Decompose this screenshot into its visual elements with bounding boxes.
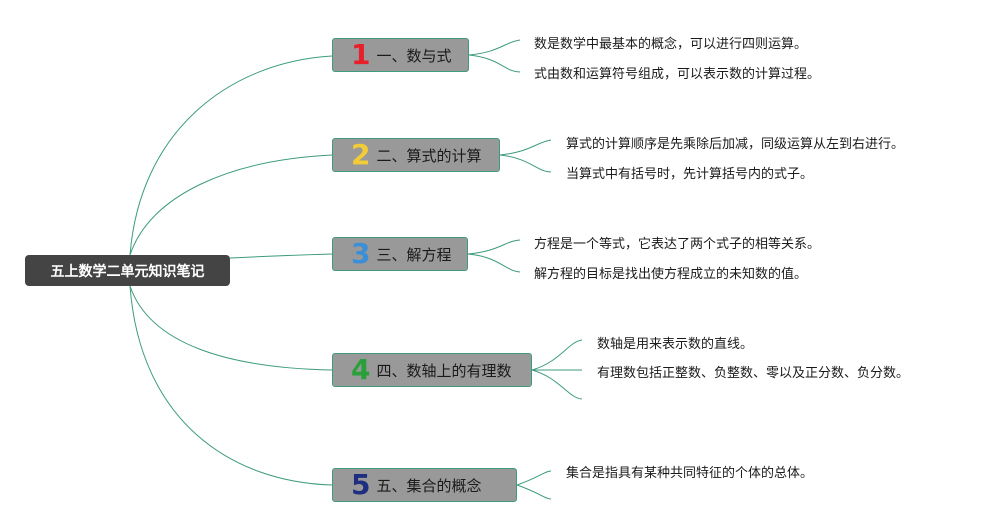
topic-label-5: 五、集合的概念 <box>376 476 482 495</box>
link-root-topic-3 <box>229 253 333 259</box>
link-root-topic-2 <box>129 154 333 256</box>
link-root-topic-4 <box>129 285 333 371</box>
topic-node-2[interactable]: 2 二、算式的计算 <box>332 138 500 172</box>
link-topic3-note2 <box>467 253 521 273</box>
note-4-1[interactable]: 数轴是用来表示数的直线。 <box>597 337 754 352</box>
topic-node-3[interactable]: 3 三、解方程 <box>332 237 468 271</box>
link-topic2-note2 <box>499 154 552 173</box>
topic-node-1[interactable]: 1 一、数与式 <box>332 38 469 72</box>
link-topic1-note1 <box>468 39 521 56</box>
note-3-1[interactable]: 方程是一个等式，它表达了两个式子的相等关系。 <box>534 237 821 252</box>
topic-node-5[interactable]: 5 五、集合的概念 <box>332 468 517 502</box>
topic-label-4: 四、数轴上的有理数 <box>376 361 512 380</box>
topic-label-3: 三、解方程 <box>376 245 452 264</box>
topic-number-2: 2 <box>351 138 371 171</box>
link-topic4-note1 <box>531 339 583 371</box>
note-2-1[interactable]: 算式的计算顺序是先乘除后加减，同级运算从左到右进行。 <box>566 137 905 152</box>
topic-number-3: 3 <box>351 237 371 270</box>
note-1-2[interactable]: 式由数和运算符号组成，可以表示数的计算过程。 <box>534 67 821 82</box>
root-node[interactable]: 五上数学二单元知识笔记 <box>25 255 230 286</box>
topic-label-1: 一、数与式 <box>376 46 452 65</box>
root-label: 五上数学二单元知识笔记 <box>50 263 205 280</box>
topic-number-5: 5 <box>351 468 371 501</box>
link-root-topic-5 <box>129 285 333 486</box>
note-4-2[interactable]: 有理数包括正整数、负整数、零以及正分数、负分数。 <box>597 366 910 381</box>
link-root-topic-1 <box>129 55 333 256</box>
topic-node-4[interactable]: 4 四、数轴上的有理数 <box>332 353 532 387</box>
link-topic3-note1 <box>467 239 521 255</box>
topic-number-1: 1 <box>351 38 371 71</box>
note-5-1[interactable]: 集合是指具有某种共同特征的个体的总体。 <box>566 466 814 481</box>
link-topic4-note3 <box>531 369 583 400</box>
link-topic5-note1 <box>516 470 552 486</box>
topic-label-2: 二、算式的计算 <box>376 146 482 165</box>
note-2-2[interactable]: 当算式中有括号时，先计算括号内的式子。 <box>566 167 814 182</box>
link-topic2-note1 <box>499 139 552 156</box>
link-topic1-note2 <box>468 54 521 73</box>
link-topic5-note2 <box>516 484 552 500</box>
topic-number-4: 4 <box>351 353 371 386</box>
note-3-2[interactable]: 解方程的目标是找出使方程成立的未知数的值。 <box>534 267 808 282</box>
note-1-1[interactable]: 数是数学中最基本的概念，可以进行四则运算。 <box>534 37 808 52</box>
